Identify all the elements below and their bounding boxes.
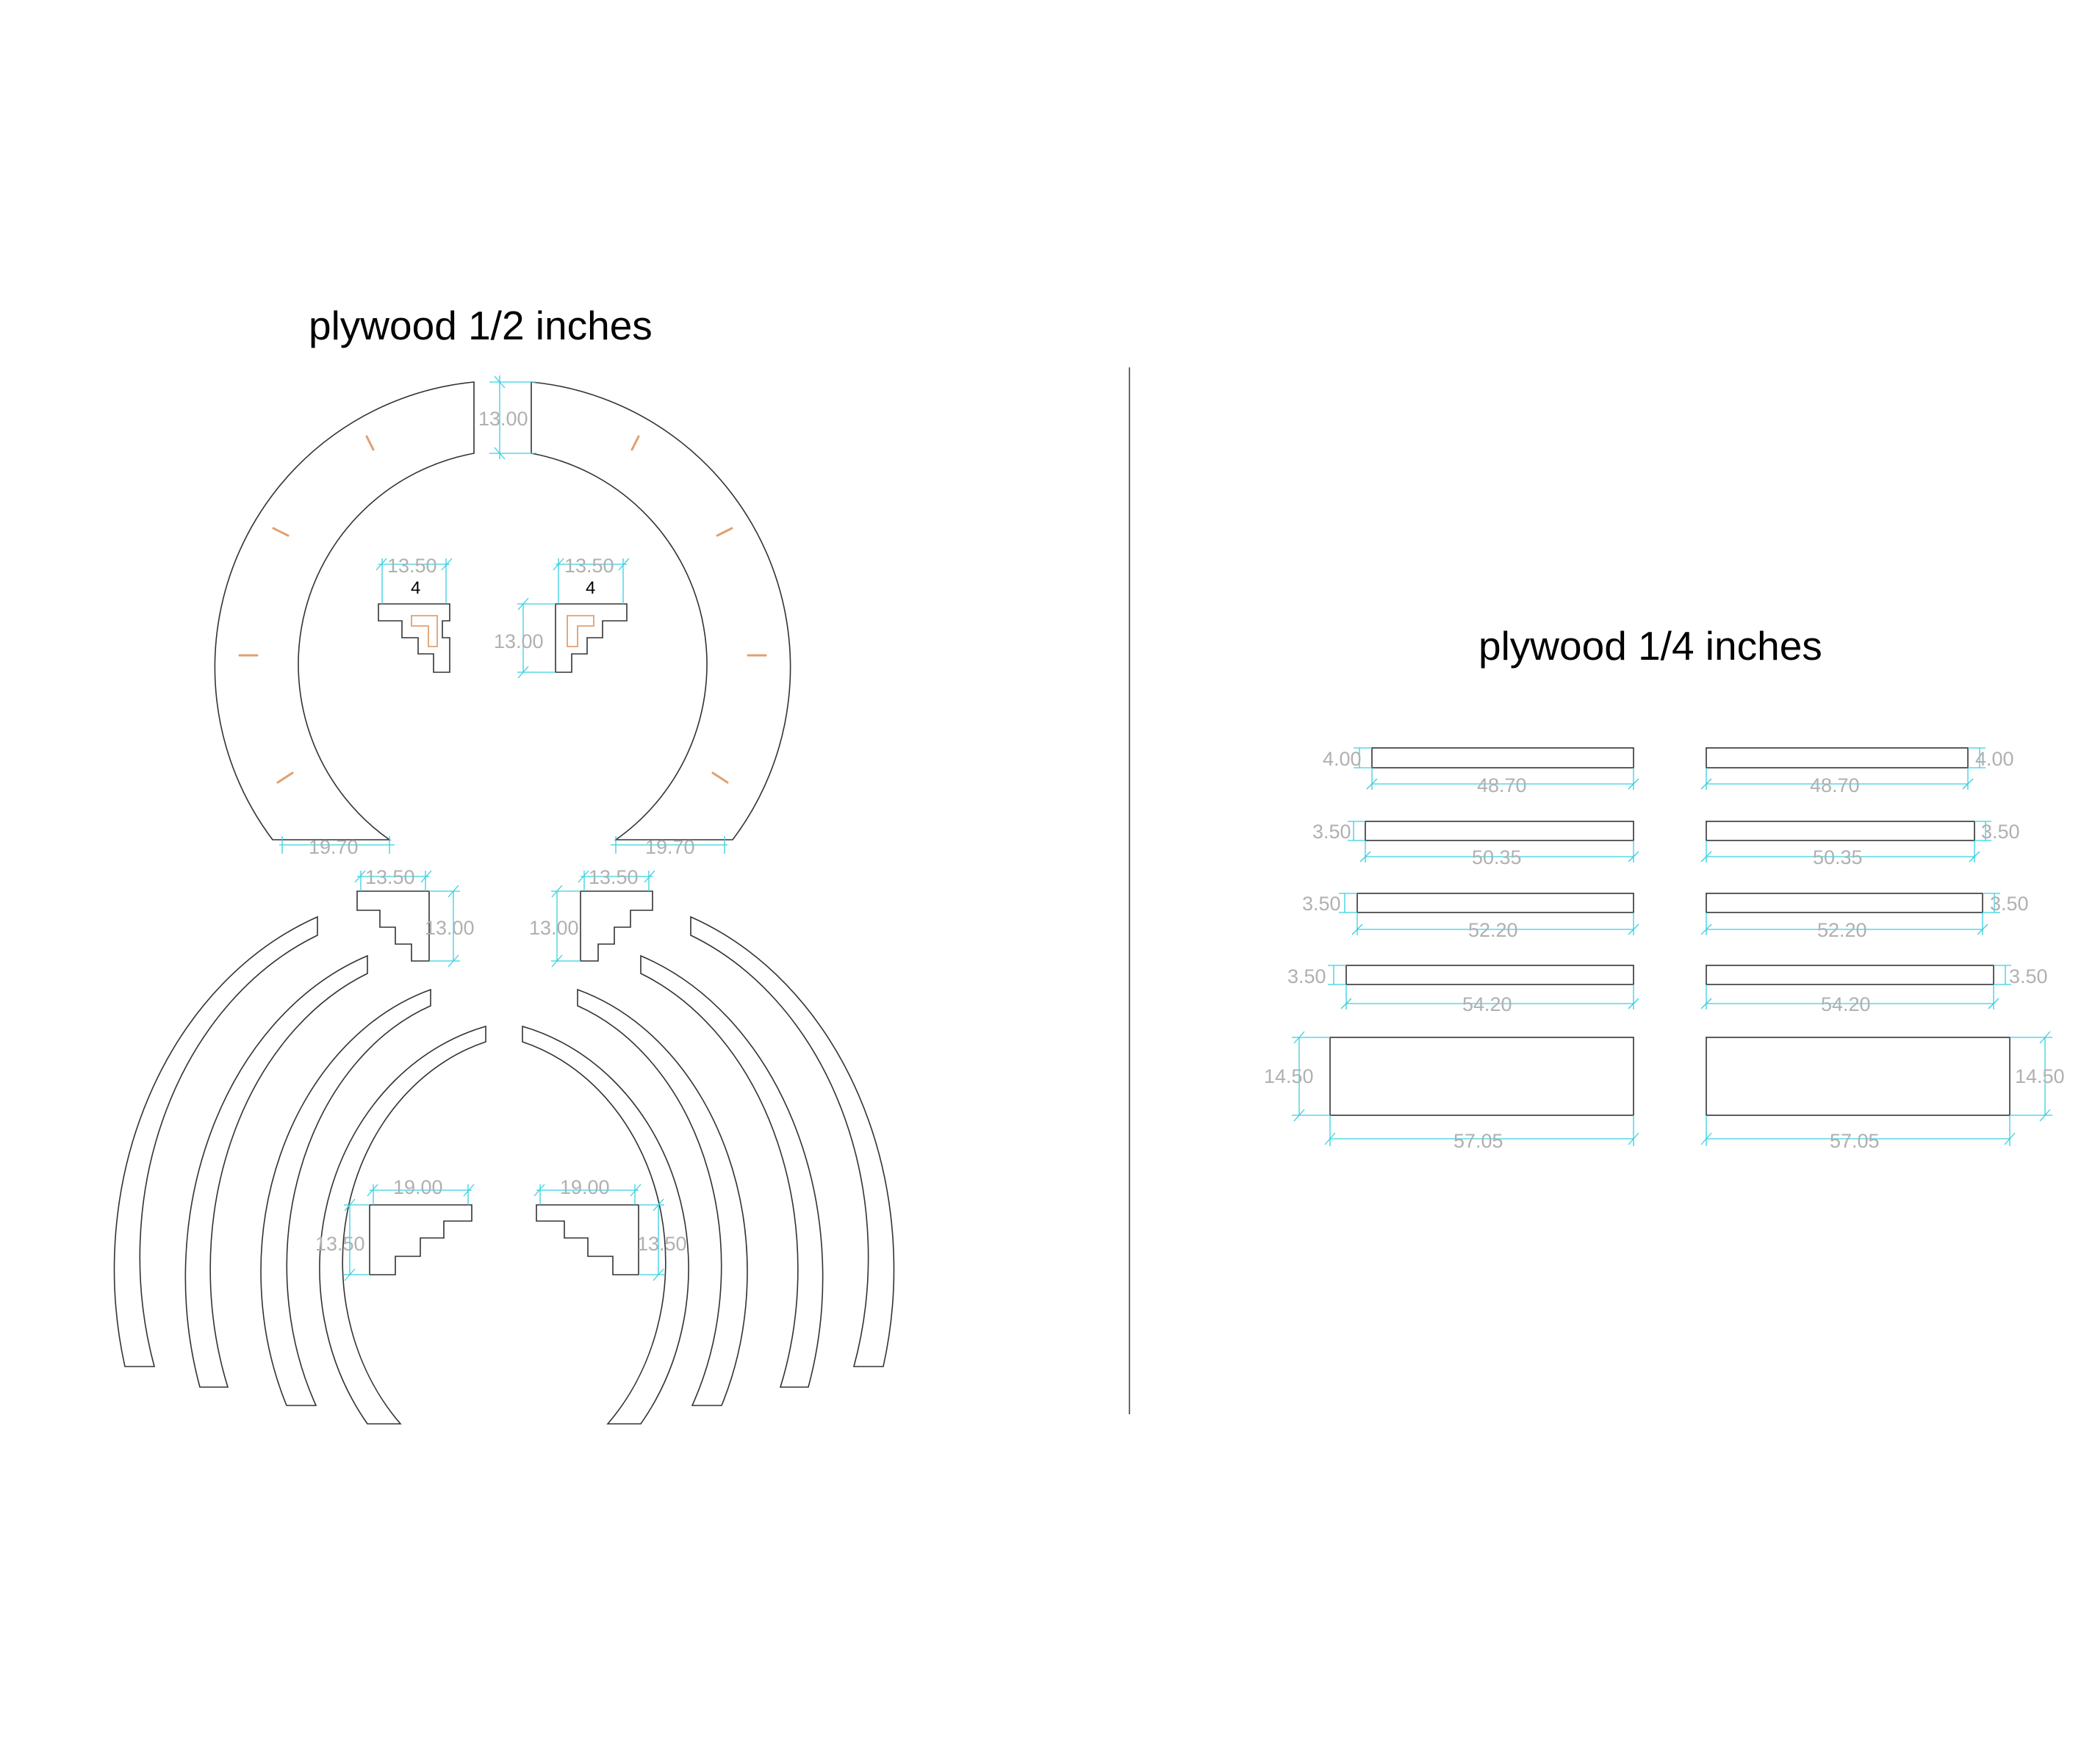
arc-strips-right xyxy=(522,915,895,1425)
strip-1-width-label: 48.70 xyxy=(1477,774,1527,796)
strip-2-height-label: 3.50 xyxy=(1312,821,1351,843)
large-bracket-left: 19.00 13.50 xyxy=(315,1176,475,1281)
strip-row-2-right: 50.35 3.50 xyxy=(1700,821,2020,868)
strip-5-height-label: 14.50 xyxy=(1264,1065,1314,1087)
ring-end-dimension-left: 19.70 xyxy=(279,836,395,858)
large-bracket-width-label: 19.00 xyxy=(393,1176,443,1198)
strip-4-width-label: 54.20 xyxy=(1462,993,1512,1015)
small-bracket-width-label: 13.50 xyxy=(589,866,639,888)
strip-row-3-right: 52.20 3.50 xyxy=(1700,893,2029,941)
large-ring-left-half xyxy=(214,381,475,840)
strip-row-1-right: 48.70 4.00 xyxy=(1700,747,2014,796)
small-bracket-top-left: 13.50 4 xyxy=(375,555,453,673)
strip-3-width-label: 52.20 xyxy=(1468,919,1518,941)
ring-end-label-left: 19.70 xyxy=(309,836,359,858)
strip-2-width-label: 50.35 xyxy=(1472,846,1522,868)
strip-row-1-left: 48.70 4.00 xyxy=(1323,747,1639,796)
arc-strips-left xyxy=(113,915,486,1425)
strip-5-width-label: 57.05 xyxy=(1453,1130,1503,1152)
large-bracket-width-label: 19.00 xyxy=(560,1176,610,1198)
strip-1-height-label: 4.00 xyxy=(1323,748,1362,770)
ring-slot-marks xyxy=(238,435,767,784)
strip-4-height-label: 3.50 xyxy=(1287,965,1326,987)
small-bracket-quantity-label: 4 xyxy=(586,578,595,598)
strip-row-2-left: 50.35 3.50 xyxy=(1312,821,1639,868)
small-bracket-width-label: 13.50 xyxy=(387,555,437,577)
ring-gap-dimension: 13.00 xyxy=(478,375,536,460)
ring-gap-label: 13.00 xyxy=(478,408,528,430)
ring-end-label-right: 19.70 xyxy=(645,836,695,858)
strip-row-3-left: 52.20 3.50 xyxy=(1302,893,1639,941)
large-bracket-right: 19.00 13.50 xyxy=(533,1176,687,1281)
strip-row-4-left: 54.20 3.50 xyxy=(1287,965,1639,1015)
strip-4-width-label: 54.20 xyxy=(1821,993,1871,1015)
small-bracket-height-label: 13.00 xyxy=(529,917,579,939)
strip-3-height-label: 3.50 xyxy=(1990,893,2029,915)
small-bracket-quantity-label: 4 xyxy=(411,578,420,598)
strip-1-width-label: 48.70 xyxy=(1810,774,1860,796)
small-bracket-top-right: 13.50 13.00 4 xyxy=(494,555,630,679)
right-panel-title: plywood 1/4 inches xyxy=(1478,623,1822,669)
strip-1-height-label: 4.00 xyxy=(1975,748,2014,770)
strip-3-height-label: 3.50 xyxy=(1302,893,1341,915)
strip-2-height-label: 3.50 xyxy=(1981,821,2020,843)
small-bracket-height-label: 13.00 xyxy=(425,917,475,939)
small-bracket-mid-right: 13.50 13.00 xyxy=(529,866,655,968)
left-panel-title: plywood 1/2 inches xyxy=(309,303,653,348)
large-bracket-height-label: 13.50 xyxy=(315,1233,365,1255)
strip-3-width-label: 52.20 xyxy=(1817,919,1867,941)
strip-2-width-label: 50.35 xyxy=(1813,846,1863,868)
strip-row-5-left: 57.05 14.50 xyxy=(1264,1031,1639,1152)
small-bracket-width-label: 13.50 xyxy=(365,866,415,888)
large-ring-right-half xyxy=(531,381,791,840)
small-bracket-height-label: 13.00 xyxy=(494,630,544,652)
strip-5-width-label: 57.05 xyxy=(1830,1130,1880,1152)
small-bracket-mid-left: 13.50 13.00 xyxy=(354,866,475,968)
ring-end-dimension-right: 19.70 xyxy=(611,836,727,858)
large-bracket-height-label: 13.50 xyxy=(637,1233,687,1255)
strip-5-height-label: 14.50 xyxy=(2015,1065,2065,1087)
small-bracket-width-label: 13.50 xyxy=(564,555,614,577)
strip-4-height-label: 3.50 xyxy=(2009,965,2048,987)
strip-row-4-right: 54.20 3.50 xyxy=(1700,965,2048,1015)
strip-row-5-right: 57.05 14.50 xyxy=(1700,1031,2065,1152)
